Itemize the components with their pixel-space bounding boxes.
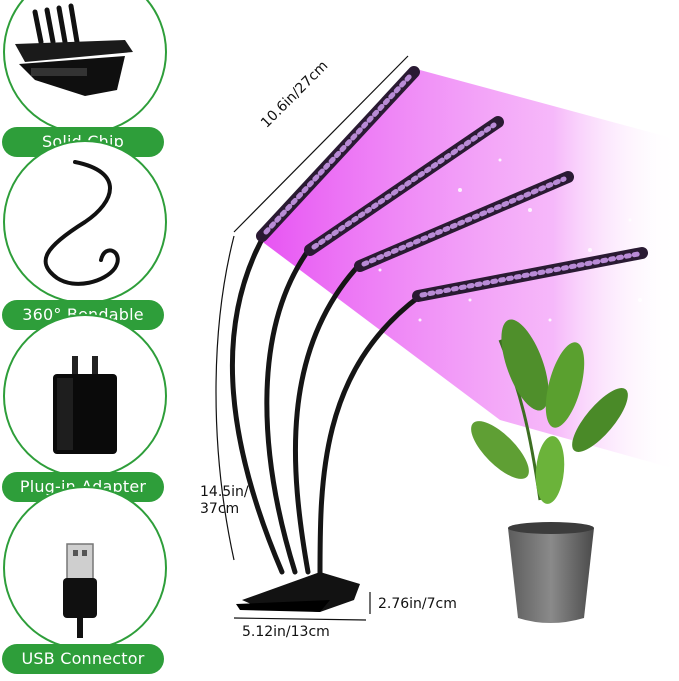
dimension-label-clip-width: 5.12in/13cm [242, 624, 330, 640]
gooseneck-cable-icon [43, 160, 120, 286]
dimension-label-gooseneck-line2: 37cm [200, 501, 240, 517]
dimension-line-neck [215, 235, 235, 561]
sparkle-effects [378, 158, 642, 352]
gooseneck-4 [317, 293, 423, 578]
feature-label-usb: USB Connector [2, 644, 164, 674]
gooseneck-3 [292, 261, 363, 575]
feature-circle-usb [3, 486, 167, 650]
usb-connector-icon [63, 543, 97, 638]
grow-light-illustration [215, 55, 679, 623]
feature-circle-bendable [3, 140, 167, 304]
gooseneck-1 [229, 229, 285, 575]
feature-circle-solid-chip [3, 0, 167, 134]
dimension-line-bar [233, 55, 409, 233]
product-stage: 10.6in/27cm 14.5in/ 37cm 2.76in/7cm 5.12… [170, 0, 679, 677]
gooseneck-2 [264, 245, 313, 575]
dimension-line-clip-width [233, 617, 367, 621]
feature-circle-adapter [3, 314, 167, 478]
dimension-label-gooseneck-line1: 14.5in/ [200, 484, 249, 500]
clip-icon [15, 3, 133, 96]
clamp-base [242, 572, 360, 612]
dimension-label-gooseneck: 14.5in/ 37cm [200, 484, 249, 518]
power-adapter-icon [53, 356, 117, 454]
potted-plant [471, 319, 628, 623]
dimension-label-clip-height: 2.76in/7cm [378, 596, 457, 612]
